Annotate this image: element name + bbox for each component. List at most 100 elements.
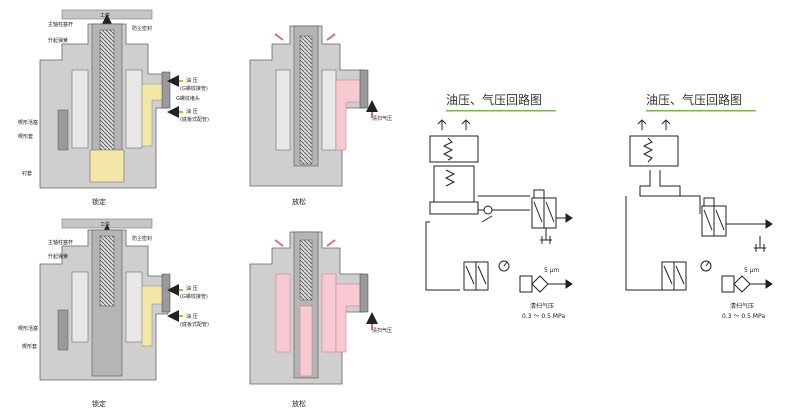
wedge-sleeve — [71, 271, 89, 343]
wedge-sleeve-right — [125, 69, 143, 149]
cylinder-lower — [433, 165, 475, 203]
air-label: 清扫气压 — [530, 302, 554, 310]
gauge-needle-icon — [705, 261, 710, 267]
g-plug — [161, 273, 171, 313]
filter-icon — [733, 275, 751, 293]
air-valve-arrow-icon — [465, 265, 487, 285]
air-label: 清扫气压 — [730, 302, 754, 310]
valve-box-2 — [543, 197, 557, 229]
label-clean-air: 清扫气压 — [372, 115, 392, 122]
solenoid-icon — [703, 197, 715, 207]
wedge-sleeve — [71, 69, 89, 149]
g-plug — [161, 71, 171, 109]
pump-triangle-icon — [765, 219, 773, 229]
cylinder-spring-icon-2 — [444, 169, 456, 187]
wedge-sleeve-right — [125, 271, 143, 343]
cylinder-base — [429, 201, 479, 215]
rise-spring — [99, 235, 115, 307]
label-wedge-sleeve: 楔形套 — [22, 343, 37, 350]
tank-icon — [754, 236, 766, 252]
exhaust-arrow-icon-2 — [661, 119, 671, 130]
label-rod: 主轴柱塞杆 — [48, 21, 73, 28]
release-arrow-icon — [274, 33, 284, 41]
cylinder-spring-icon — [442, 137, 454, 161]
filter-label: 5 μm — [544, 267, 560, 274]
pressure-gauge-icon — [700, 260, 712, 272]
cylinder-upper — [429, 135, 479, 163]
line-air — [425, 221, 460, 291]
circuit-title: 油压、气压回路图 — [446, 92, 542, 107]
label-bushing: 衬套 — [22, 170, 32, 177]
label-oil-base: 油 压 — [186, 108, 198, 115]
release-arrow-icon-2 — [326, 33, 336, 41]
wedge-piston — [57, 109, 69, 151]
caption-release: 放松 — [292, 399, 306, 408]
label-wedge-sleeve: 楔形套 — [18, 133, 33, 140]
label-wedge-piston: 楔形活塞 — [18, 325, 38, 332]
pump-triangle-icon — [565, 213, 573, 223]
label-oil-base-sub: (底板式配管) — [180, 321, 209, 328]
g-plug — [359, 69, 369, 109]
air-valve-2 — [475, 261, 489, 291]
cylinder — [629, 135, 679, 167]
supply-triangle-icon — [765, 279, 773, 289]
piston-icon — [639, 170, 681, 197]
caption-lock: 锁定 — [92, 399, 106, 408]
label-oil-base: 油 压 — [186, 313, 198, 320]
title-underline — [446, 110, 556, 112]
valve-box-2 — [713, 205, 727, 237]
clamp-bottom-right: 清扫气压 放松 — [249, 231, 392, 408]
regulator-icon — [721, 275, 735, 293]
wedge-sleeve — [275, 69, 291, 151]
clamp-top-left: 工件 主轴柱塞杆 升起弹簧 防尘密封 楔形活塞 楔形套 衬套 油 压 (G螺纹接… — [18, 9, 209, 206]
release-arrow-icon-2 — [326, 239, 336, 247]
regulator-icon — [519, 275, 533, 293]
air-passage — [335, 283, 361, 353]
filter-icon — [531, 275, 549, 293]
clamp-top-right: 清扫气压 放松 — [249, 25, 392, 206]
release-arrow-icon — [274, 239, 284, 247]
exhaust-arrow-icon — [437, 119, 447, 130]
tank-icon — [540, 228, 552, 244]
label-seal: 防尘密封 — [132, 25, 152, 32]
label-oil-in-sub: (G螺纹接管) — [180, 293, 208, 300]
workpiece-label: 工件 — [100, 221, 110, 228]
label-g-plug: G螺纹堵头 — [176, 95, 200, 102]
cylinder-spring-icon — [642, 137, 654, 163]
label-wedge-piston: 楔形活塞 — [18, 119, 38, 126]
air-valve-arrow-icon — [663, 265, 685, 285]
label-oil-in-sub: (G螺纹接管) — [180, 85, 208, 92]
clamp-bottom-left: 工件 主轴柱塞杆 升起弹簧 防尘密封 楔形活塞 楔形套 油 压 (G螺纹接管) … — [18, 218, 209, 408]
pressure-range: 0.3 ～ 0.5 MPa — [722, 313, 765, 320]
exhaust-arrow-icon — [637, 119, 647, 130]
label-spring: 升起弹簧 — [48, 253, 68, 260]
title-underline — [646, 110, 756, 112]
check-valve-icon — [483, 205, 493, 215]
wedge-sleeve-right — [321, 69, 337, 151]
label-rod: 主轴柱塞杆 — [48, 239, 73, 246]
label-spring: 升起弹簧 — [48, 37, 68, 44]
g-plug — [359, 273, 369, 313]
gauge-needle-icon — [503, 261, 508, 267]
circuit-diagram-2: 油压、气压回路图 5 μm 清扫 — [625, 92, 773, 320]
oil-chamber — [89, 149, 125, 183]
air-valve-2 — [673, 261, 687, 291]
supply-triangle-icon — [565, 279, 573, 289]
exhaust-arrow-icon-2 — [461, 119, 471, 130]
caption-release: 放松 — [292, 197, 306, 206]
label-oil-in: 油 压 — [186, 77, 198, 84]
caption-lock: 锁定 — [92, 197, 106, 206]
rise-spring — [299, 35, 313, 165]
air-sleeve-right — [321, 273, 337, 353]
pressure-range: 0.3 ～ 0.5 MPa — [522, 313, 565, 320]
pressure-gauge-icon — [498, 260, 510, 272]
air-sleeve — [275, 273, 291, 353]
solenoid-icon — [533, 189, 545, 199]
label-oil-base-sub: (底板式配管) — [180, 116, 209, 123]
air-bore — [299, 305, 313, 377]
line-oil — [680, 195, 701, 214]
rise-spring — [299, 239, 313, 301]
line-air — [625, 196, 662, 291]
air-passage — [335, 79, 361, 151]
